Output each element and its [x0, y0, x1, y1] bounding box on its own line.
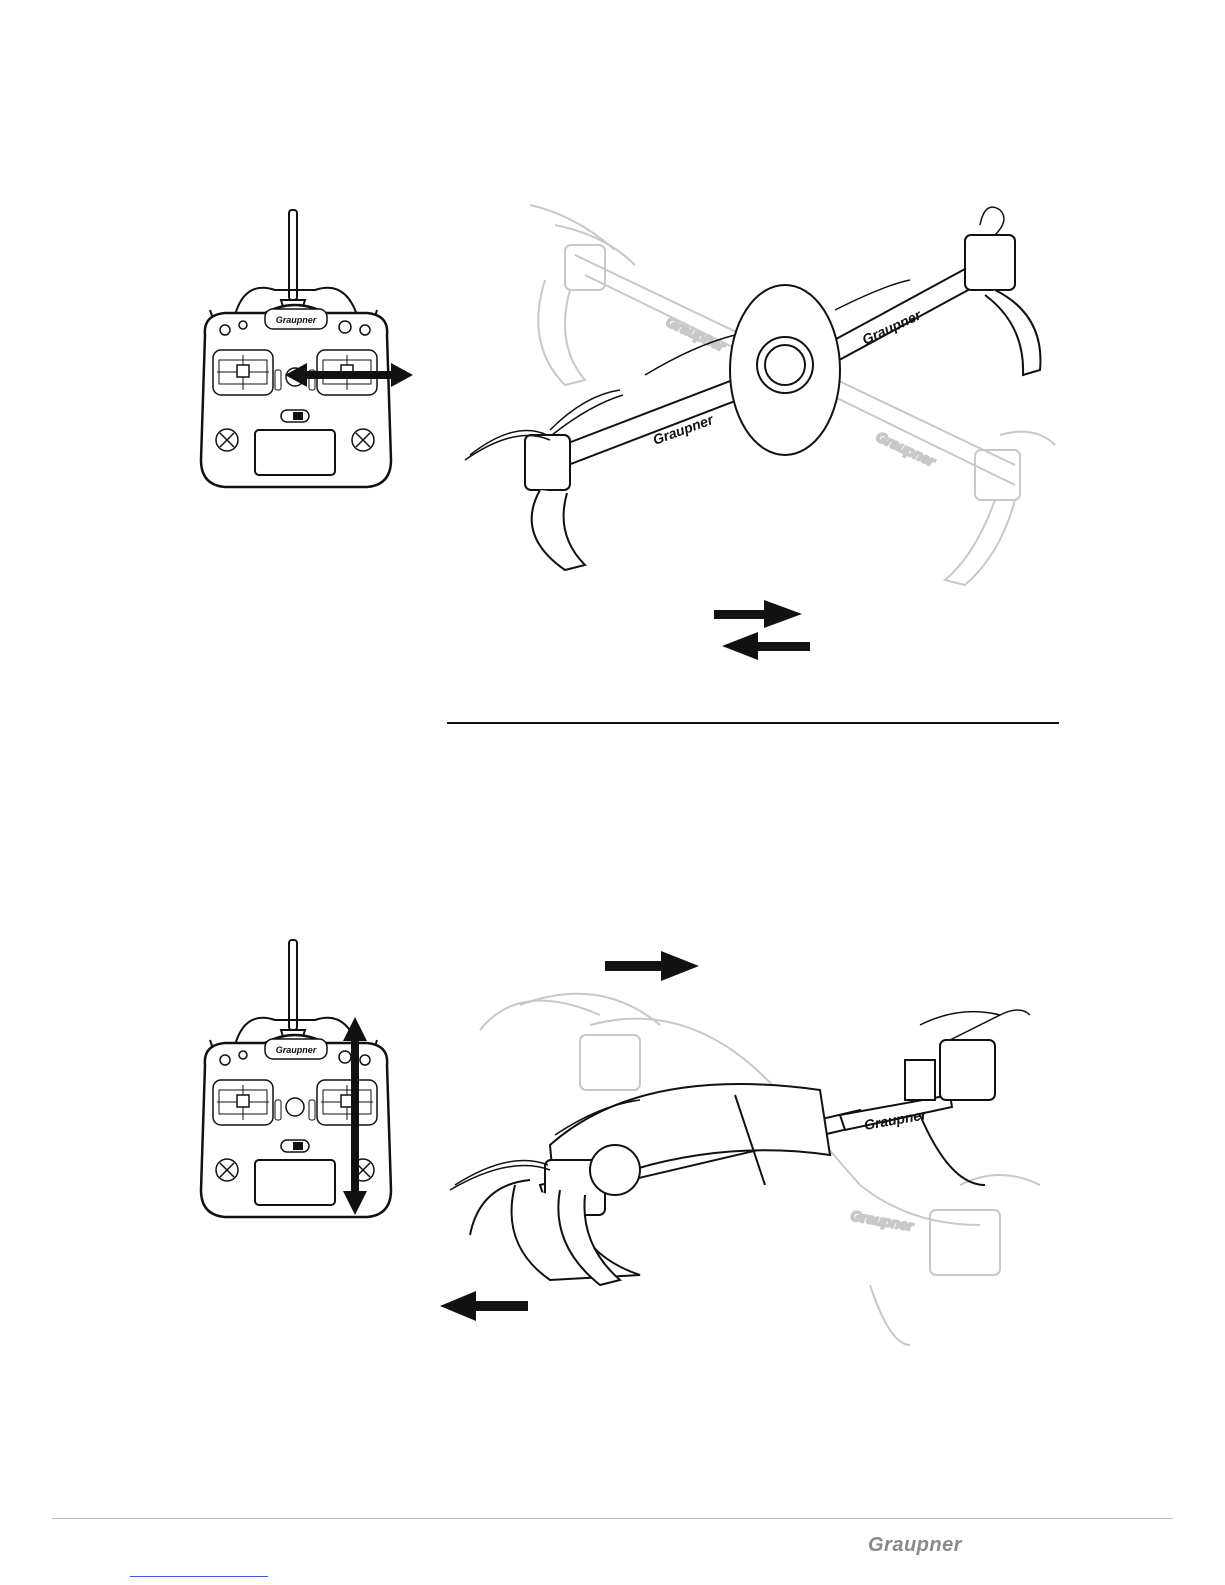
footer-divider	[52, 1518, 1173, 1519]
drone-figure-pitch: Graupner	[440, 985, 1080, 1355]
drone-figure-roll: Graupner Graupner	[455, 195, 1075, 595]
drone-side-illustration: Graupner	[440, 985, 1080, 1355]
footer-link-underline[interactable]	[130, 1576, 268, 1577]
double-vertical-arrow-icon	[340, 1017, 370, 1217]
arrow-left-icon	[440, 1290, 530, 1322]
svg-text:Graupner: Graupner	[874, 428, 939, 470]
transmitter-illustration: Graupner	[195, 935, 420, 1225]
transmitter-figure-roll: Graupner	[195, 205, 420, 495]
arrow-left-icon	[722, 632, 810, 660]
motion-arrows-roll	[712, 600, 812, 660]
footer-brand-logo: Graupner	[868, 1534, 962, 1557]
transmitter-logo: Graupner	[276, 1045, 317, 1055]
drone-front-illustration: Graupner Graupner	[455, 195, 1075, 595]
transmitter-figure-pitch: Graupner	[195, 935, 420, 1225]
arrow-right-icon	[605, 950, 700, 982]
transmitter-logo: Graupner	[276, 315, 317, 325]
section-divider	[447, 722, 1059, 724]
double-horizontal-arrow-icon	[285, 360, 415, 390]
transmitter-illustration: Graupner	[195, 205, 420, 495]
arrow-right-icon	[714, 600, 802, 628]
